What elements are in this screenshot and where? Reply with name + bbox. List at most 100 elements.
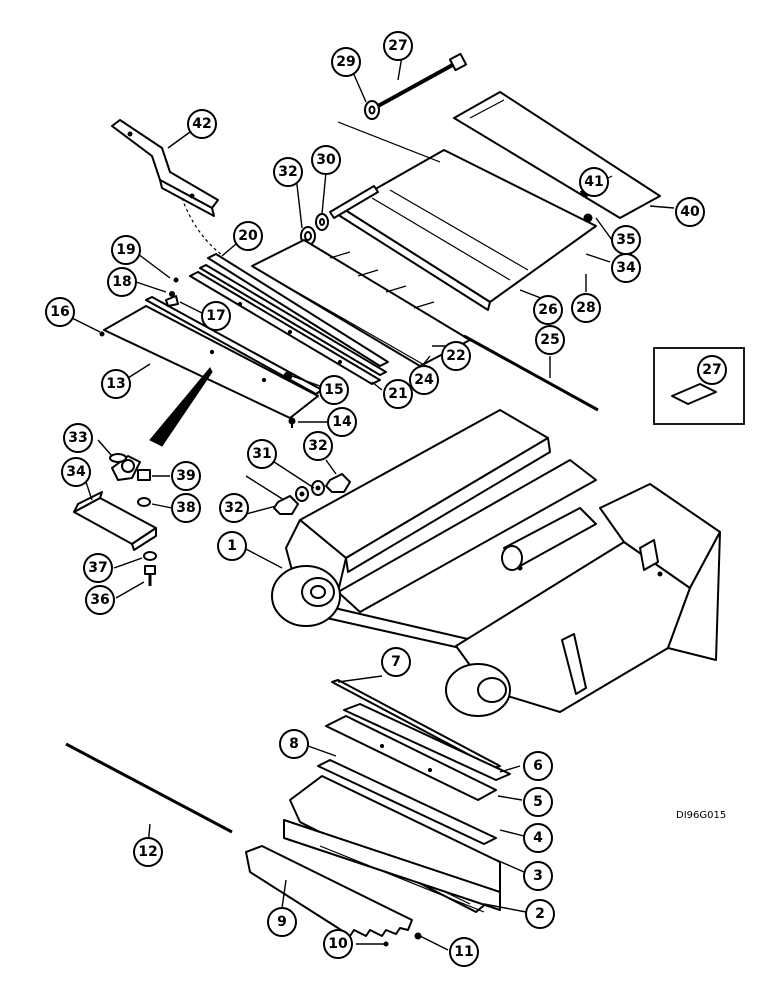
callout-36: 36 [85,585,115,615]
callout-label: 41 [584,174,603,190]
callout-label: 31 [252,446,271,462]
strip-part-21 [189,271,381,385]
bolt-part-31 [377,52,468,108]
callout-22: 22 [441,341,471,371]
callout-label: 17 [206,308,225,324]
callout-16: 16 [45,297,75,327]
screw-part-10 [383,941,389,947]
callout-label: 10 [328,936,348,952]
callout-label: 32 [224,500,243,516]
shield-part-26 [329,149,597,311]
callout-42: 42 [187,109,217,139]
callout-7: 7 [381,647,411,677]
pan-part-2 [283,819,501,911]
washer-part-32-mid [315,213,329,231]
callout-label: 40 [680,204,700,220]
callout-label: 28 [576,300,595,316]
bolt-part-36 [144,565,156,586]
callout-label: 38 [176,500,195,516]
callout-30: 35 [611,225,641,255]
callout-33-top: 32 [273,157,303,187]
callout-41: 41 [579,167,609,197]
callout-label: 25 [540,332,559,348]
callout-31: 27 [383,31,413,61]
callout-6: 6 [523,751,553,781]
washer-part-37 [143,551,157,561]
callout-label: 42 [192,116,211,132]
callout-label: 27 [702,362,721,378]
reference-code: DI96G015 [676,810,726,821]
bracket-part-35 [73,491,157,551]
callout-label: 14 [332,414,352,430]
callout-label: 27 [388,38,407,54]
screw-part-19 [173,277,179,283]
washer-part-32-a [295,486,309,502]
callout-label: 5 [533,794,543,810]
callout-1: 1 [217,531,247,561]
callout-label: 22 [446,348,465,364]
callout-label: 36 [90,592,109,608]
callout-label: 19 [116,242,135,258]
callout-label: 11 [454,944,473,960]
nut-part-33-left [273,495,299,515]
callout-label: 21 [388,386,407,402]
callout-label: 4 [533,830,543,846]
callout-label: 24 [414,372,434,388]
callout-label: 34 [66,464,86,480]
nut-part-15 [283,371,293,381]
strip-part-3 [319,845,485,913]
callout-label: 3 [533,868,543,884]
callout-38: 38 [171,493,201,523]
callout-label: 20 [238,228,258,244]
callout-32-mid: 30 [311,145,341,175]
callout-17: 17 [201,301,231,331]
bearing-part-33-top [300,226,316,246]
washer-part-32-b [311,480,325,496]
callout-19: 19 [111,235,141,265]
nut-part-33-right [325,473,351,493]
callout-26: 26 [533,295,563,325]
callout-21: 21 [383,379,413,409]
callout-34: 33 [63,423,93,453]
callout-label: 33 [68,430,87,446]
callout-label: 37 [88,560,107,576]
callout-24: 24 [409,365,439,395]
callout-label: 35 [616,232,635,248]
callout-29: 34 [611,253,641,283]
callout-8: 8 [279,729,309,759]
nut-part-18 [169,291,175,297]
washer-part-38 [137,497,151,507]
callout-label: 29 [336,54,355,70]
direction-arrow [149,367,213,447]
callout-33-left: 32 [219,493,249,523]
callout-25: 25 [535,325,565,355]
callout-28: 28 [571,293,601,323]
callout-label: 2 [535,906,545,922]
callout-label: 12 [138,844,157,860]
screw-part-16 [99,331,105,337]
washer-part-32-top [364,100,380,120]
rod-part-12 [65,742,233,834]
callout-label: 32 [278,164,297,180]
guard-part-13 [103,296,323,419]
callout-10: 10 [323,929,353,959]
inset-box-part-27 [653,347,745,425]
clip-part-17 [165,295,179,307]
callout-3: 3 [523,861,553,891]
callout-label: 26 [538,302,557,318]
callout-32-bottom: 31 [247,439,277,469]
callout-39: 39 [171,461,201,491]
callout-label: 30 [316,152,336,168]
callout-2: 2 [525,899,555,929]
frame-part-1 [271,409,721,717]
callout-32-top: 29 [331,47,361,77]
callout-label: 9 [277,914,287,930]
callout-label: 16 [50,304,69,320]
callout-label: 34 [616,260,636,276]
callout-5: 5 [523,787,553,817]
strip-part-7 [331,679,501,769]
latch-part-34 [109,453,141,481]
strip-part-6 [343,703,511,781]
